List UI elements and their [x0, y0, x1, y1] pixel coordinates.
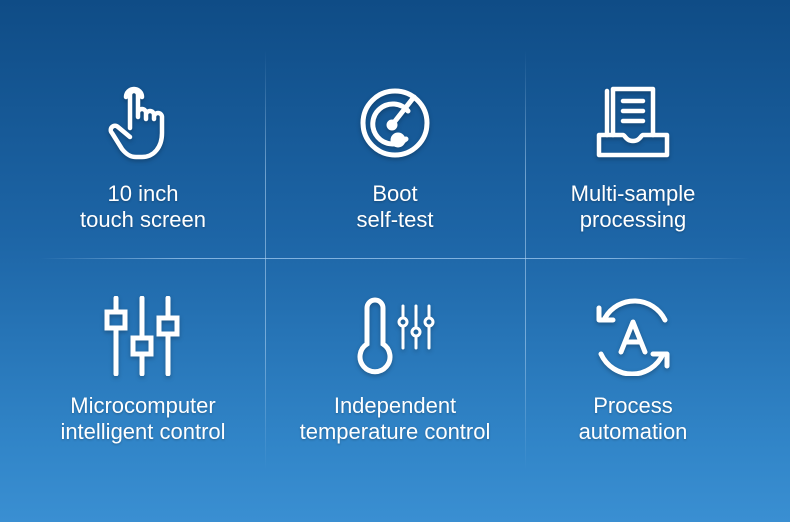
feature-subtitle: temperature control [299, 419, 491, 444]
feature-subtitle: processing [579, 207, 687, 232]
radar-icon [360, 88, 430, 158]
feature-title: Microcomputer [70, 393, 216, 418]
touch-hand-icon [108, 86, 165, 160]
auto-cycle-icon [596, 298, 670, 376]
feature-subtitle: intelligent control [60, 419, 226, 444]
thermometer-sliders-icon [357, 297, 435, 375]
feature-subtitle: self-test [356, 207, 434, 232]
feature-title: Independent [333, 393, 457, 418]
feature-title: Multi-sample [570, 181, 696, 206]
feature-title: Process [593, 393, 673, 418]
divider-vertical [265, 50, 266, 470]
divider-horizontal [40, 258, 750, 259]
feature-subtitle: touch screen [80, 207, 206, 232]
document-tray-icon [596, 86, 670, 158]
feature-subtitle: automation [578, 419, 688, 444]
divider-vertical [525, 50, 526, 470]
sliders-icon [104, 296, 180, 376]
feature-title: Boot [372, 181, 418, 206]
feature-title: 10 inch [107, 181, 179, 206]
